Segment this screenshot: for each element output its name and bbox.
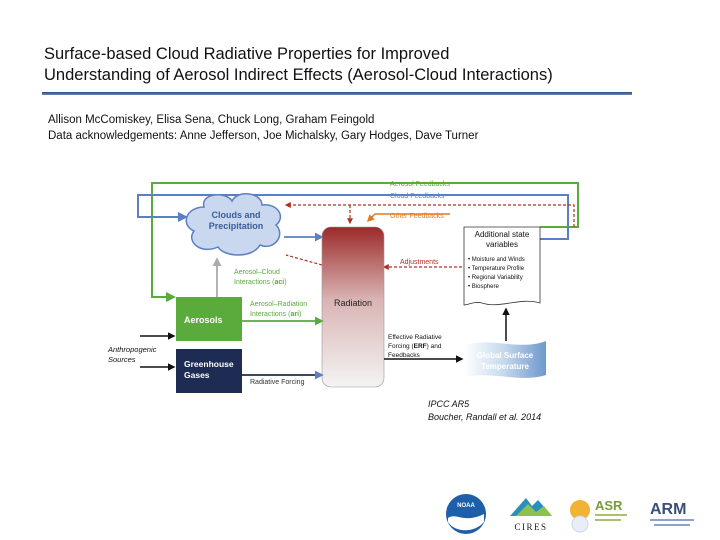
state-title-line2: variables (486, 240, 518, 249)
other-feedbacks-arrow (366, 213, 450, 223)
ghg-label-line2: Gases (184, 370, 210, 380)
cires-logo: CIRES (510, 498, 552, 532)
asr-logo: ASR (570, 498, 627, 533)
svg-text:NOAA: NOAA (457, 503, 475, 509)
precipitation-label: Precipitation (209, 221, 264, 231)
clouds-precipitation-node: Clouds and Precipitation (185, 193, 282, 256)
greenhouse-gases-node: Greenhouse Gases (176, 349, 242, 393)
gst-label-line1: Global Surface (477, 351, 534, 360)
aerosols-node: Aerosols (176, 297, 242, 341)
svg-text:ASR: ASR (595, 498, 623, 513)
radiation-node: Radiation (321, 226, 385, 388)
ari-label-line1: Aerosol–Radiation (250, 301, 307, 308)
svg-text:ARM: ARM (650, 501, 686, 518)
logo-strip: NOAA CIRES ASR ARM (446, 494, 694, 534)
ipcc-forcing-diagram: Aerosol Feedbacks Cloud Feedbacks Other … (107, 181, 579, 393)
erf-label-line3: Feedbacks (388, 352, 421, 359)
noaa-logo: NOAA (446, 494, 486, 534)
clouds-label: Clouds and (212, 210, 261, 220)
citation-line-1: IPCC AR5 (428, 399, 470, 409)
erf-label-line1: Effective Radiative (388, 334, 442, 341)
global-temperature-node: Global Surface Temperature (464, 341, 546, 378)
figure-citation: IPCC AR5 Boucher, Randall et al. 2014 (428, 398, 541, 424)
cloud-feedbacks-label: Cloud Feedbacks (390, 193, 445, 200)
citation-line-2: Boucher, Randall et al. 2014 (428, 412, 542, 422)
title-divider (42, 92, 632, 95)
ari-label-line2: Interactions (ari) (250, 311, 301, 318)
author-block: Allison McComiskey, Elisa Sena, Chuck Lo… (48, 112, 478, 144)
anthropogenic-label-line2: Sources (108, 355, 136, 364)
svg-text:CIRES: CIRES (514, 522, 547, 532)
state-variables-node: Additional state variables • Moisture an… (463, 226, 541, 306)
slide-title: Surface-based Cloud Radiative Properties… (44, 44, 684, 86)
cloud-feedback-arrow (137, 194, 569, 240)
acknowledgements-line: Data acknowledgements: Anne Jefferson, J… (48, 130, 479, 142)
aci-label-line1: Aerosol–Cloud (234, 269, 280, 276)
adjustments-to-clouds-dashed-line (285, 254, 323, 266)
aerosol-feedbacks-label: Aerosol Feedbacks (390, 181, 450, 188)
title-line-2: Understanding of Aerosol Indirect Effect… (44, 66, 553, 84)
aerosols-label: Aerosols (184, 315, 223, 325)
state-item: • Regional Variability (468, 275, 523, 281)
state-item: • Temperature Profile (468, 266, 525, 272)
anthropogenic-label-line1: Anthropogenic (107, 345, 157, 354)
ghg-label-line1: Greenhouse (184, 359, 234, 369)
gst-label-line2: Temperature (481, 362, 529, 371)
erf-label-line2: Forcing (ERF) and (388, 343, 442, 350)
authors-line: Allison McComiskey, Elisa Sena, Chuck Lo… (48, 114, 375, 126)
radiation-label: Radiation (334, 298, 372, 308)
state-item: • Moisture and Winds (468, 257, 525, 263)
aci-label-line2: Interactions (aci) (234, 279, 287, 286)
state-item: • Biosphere (468, 284, 499, 290)
radiative-forcing-label: Radiative Forcing (250, 379, 305, 386)
state-feedback-dashed-line (284, 202, 575, 227)
title-line-1: Surface-based Cloud Radiative Properties… (44, 45, 450, 63)
aerosol-feedback-arrow (151, 182, 579, 302)
other-feedbacks-label: Other Feedbacks (390, 213, 444, 220)
state-title-line1: Additional state (475, 230, 530, 239)
adjustments-label: Adjustments (400, 259, 439, 266)
arm-logo: ARM (650, 501, 694, 526)
